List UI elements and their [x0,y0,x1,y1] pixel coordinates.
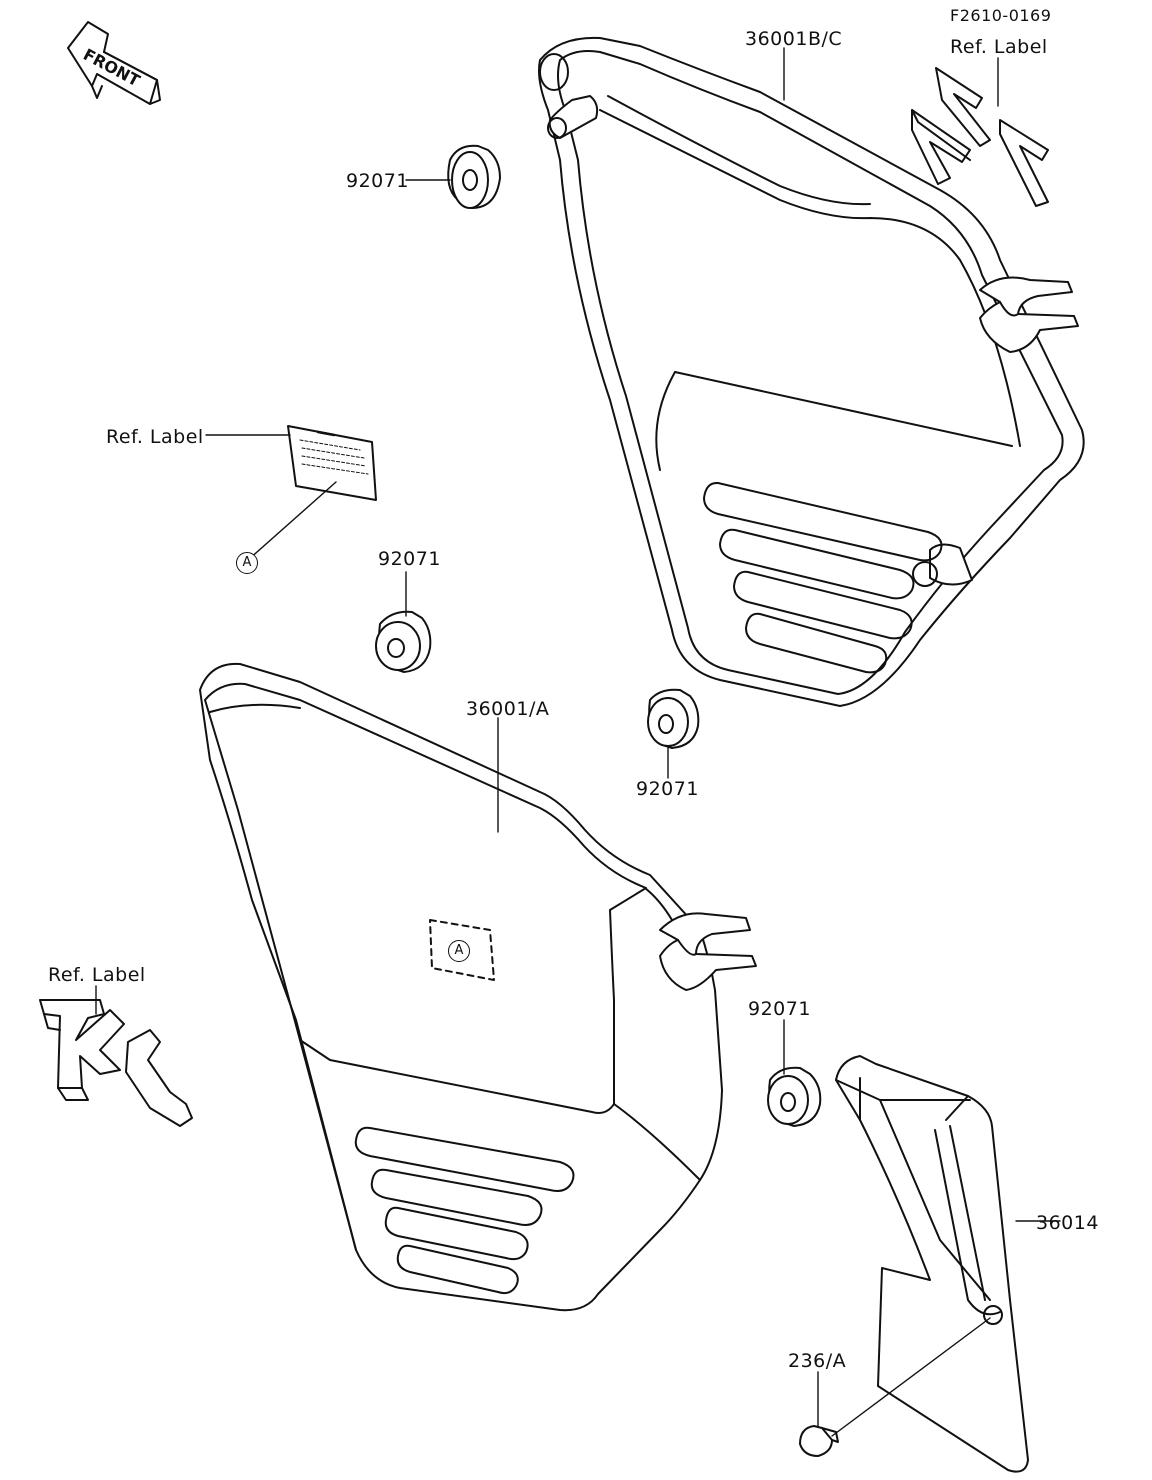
ref-label-sticker [288,426,376,500]
callout-ref-label-left: Ref. Label [48,964,146,986]
bolt-236a [800,1426,838,1456]
figure-id: F2610-0169 [950,6,1052,25]
callout-92071-top: 92071 [346,170,409,192]
callout-92071-center: 92071 [636,778,699,800]
bracket-36014 [836,1056,1028,1472]
front-arrow: FRONT [68,22,160,104]
kl-decal-top-right [912,68,1048,206]
callout-36001a: 36001/A [466,698,550,720]
callout-92071-lower: 92071 [748,998,811,1020]
kl-decal-left [40,1000,192,1126]
leader-lines [96,48,1060,1436]
callout-ref-label-top-right: Ref. Label [950,36,1048,58]
grommet-center [648,690,698,748]
callout-ref-label-sticker: Ref. Label [106,426,204,448]
side-cover-left [200,664,756,1310]
callout-36014: 36014 [1036,1212,1099,1234]
marker-a-sticker: A [236,552,258,574]
callout-36001bc: 36001B/C [745,28,843,50]
marker-a-cover: A [448,940,470,962]
grommet-mid [376,612,430,672]
grommet-top [448,146,500,208]
callout-236a: 236/A [788,1350,847,1372]
side-cover-right [539,38,1084,706]
callout-92071-mid: 92071 [378,548,441,570]
grommet-lower [768,1068,820,1126]
